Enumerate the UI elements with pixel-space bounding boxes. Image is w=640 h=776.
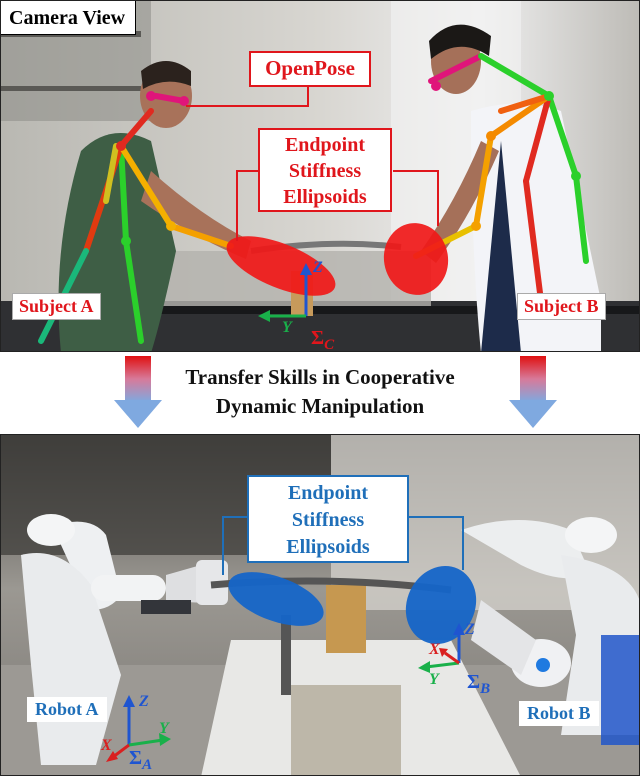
sigma-symbol: Σ [467,671,481,693]
transfer-arrows [114,356,557,428]
axis-z-label-a: Z [139,693,149,710]
transfer-banner: Transfer Skills in Cooperative Dynamic M… [0,352,640,434]
stiffness-label-bottom: Endpoint Stiffness Ellipsoids [247,475,409,563]
robot-view-panel: Endpoint Stiffness Ellipsoids Robot A Ro… [0,434,640,776]
sigma-symbol: Σ [311,327,325,349]
frame-c-subscript: C [324,337,335,352]
robot-b-label: Robot B [519,701,599,726]
openpose-text: OpenPose [265,56,355,80]
subject-b-label: Subject B [517,293,606,320]
axis-y-label-b: Y [429,671,439,688]
axis-x-label-b: X [429,641,440,658]
axis-x-label-a: X [101,737,112,754]
axis-y-label-a: Y [159,720,169,737]
sigma-symbol: Σ [129,747,143,769]
stiffness-line-2: Stiffness [288,160,362,182]
axis-z-label-c: Z [313,259,323,276]
frame-a-subscript: A [142,757,153,773]
stiffness-line-2: Stiffness [291,509,365,531]
stiffness-ellipsoid-a [226,236,336,296]
right-down-arrow [509,356,557,428]
left-down-arrow [114,356,162,428]
frame-b-label: ΣB [467,671,490,698]
transfer-line-2: Dynamic Manipulation [215,394,425,418]
axis-z-label-b: Z [465,621,475,638]
frame-a-label: ΣA [129,747,152,774]
stiffness-ellipsoid-robot-a [228,572,324,626]
robot-a-label: Robot A [27,697,107,722]
stiffness-line-1: Endpoint [287,482,369,504]
openpose-label: OpenPose [249,51,371,87]
robot-b-arm [461,517,639,745]
stiffness-line-3: Ellipsoids [286,536,370,558]
stiffness-line-1: Endpoint [284,134,366,156]
camera-view-title: Camera View [1,1,137,35]
transfer-line-1: Transfer Skills in Cooperative [185,365,455,389]
stiffness-ellipsoid-b [383,223,449,295]
stiffness-label-top: Endpoint Stiffness Ellipsoids [258,128,392,212]
camera-view-panel: Camera View OpenPose Endpoint Stiffness … [0,0,640,352]
subject-a-label: Subject A [12,293,101,320]
frame-b-subscript: B [480,681,491,697]
axis-y-label-c: Y [282,319,292,336]
frame-c-label: ΣC [311,327,335,352]
stiffness-line-3: Ellipsoids [283,186,367,208]
